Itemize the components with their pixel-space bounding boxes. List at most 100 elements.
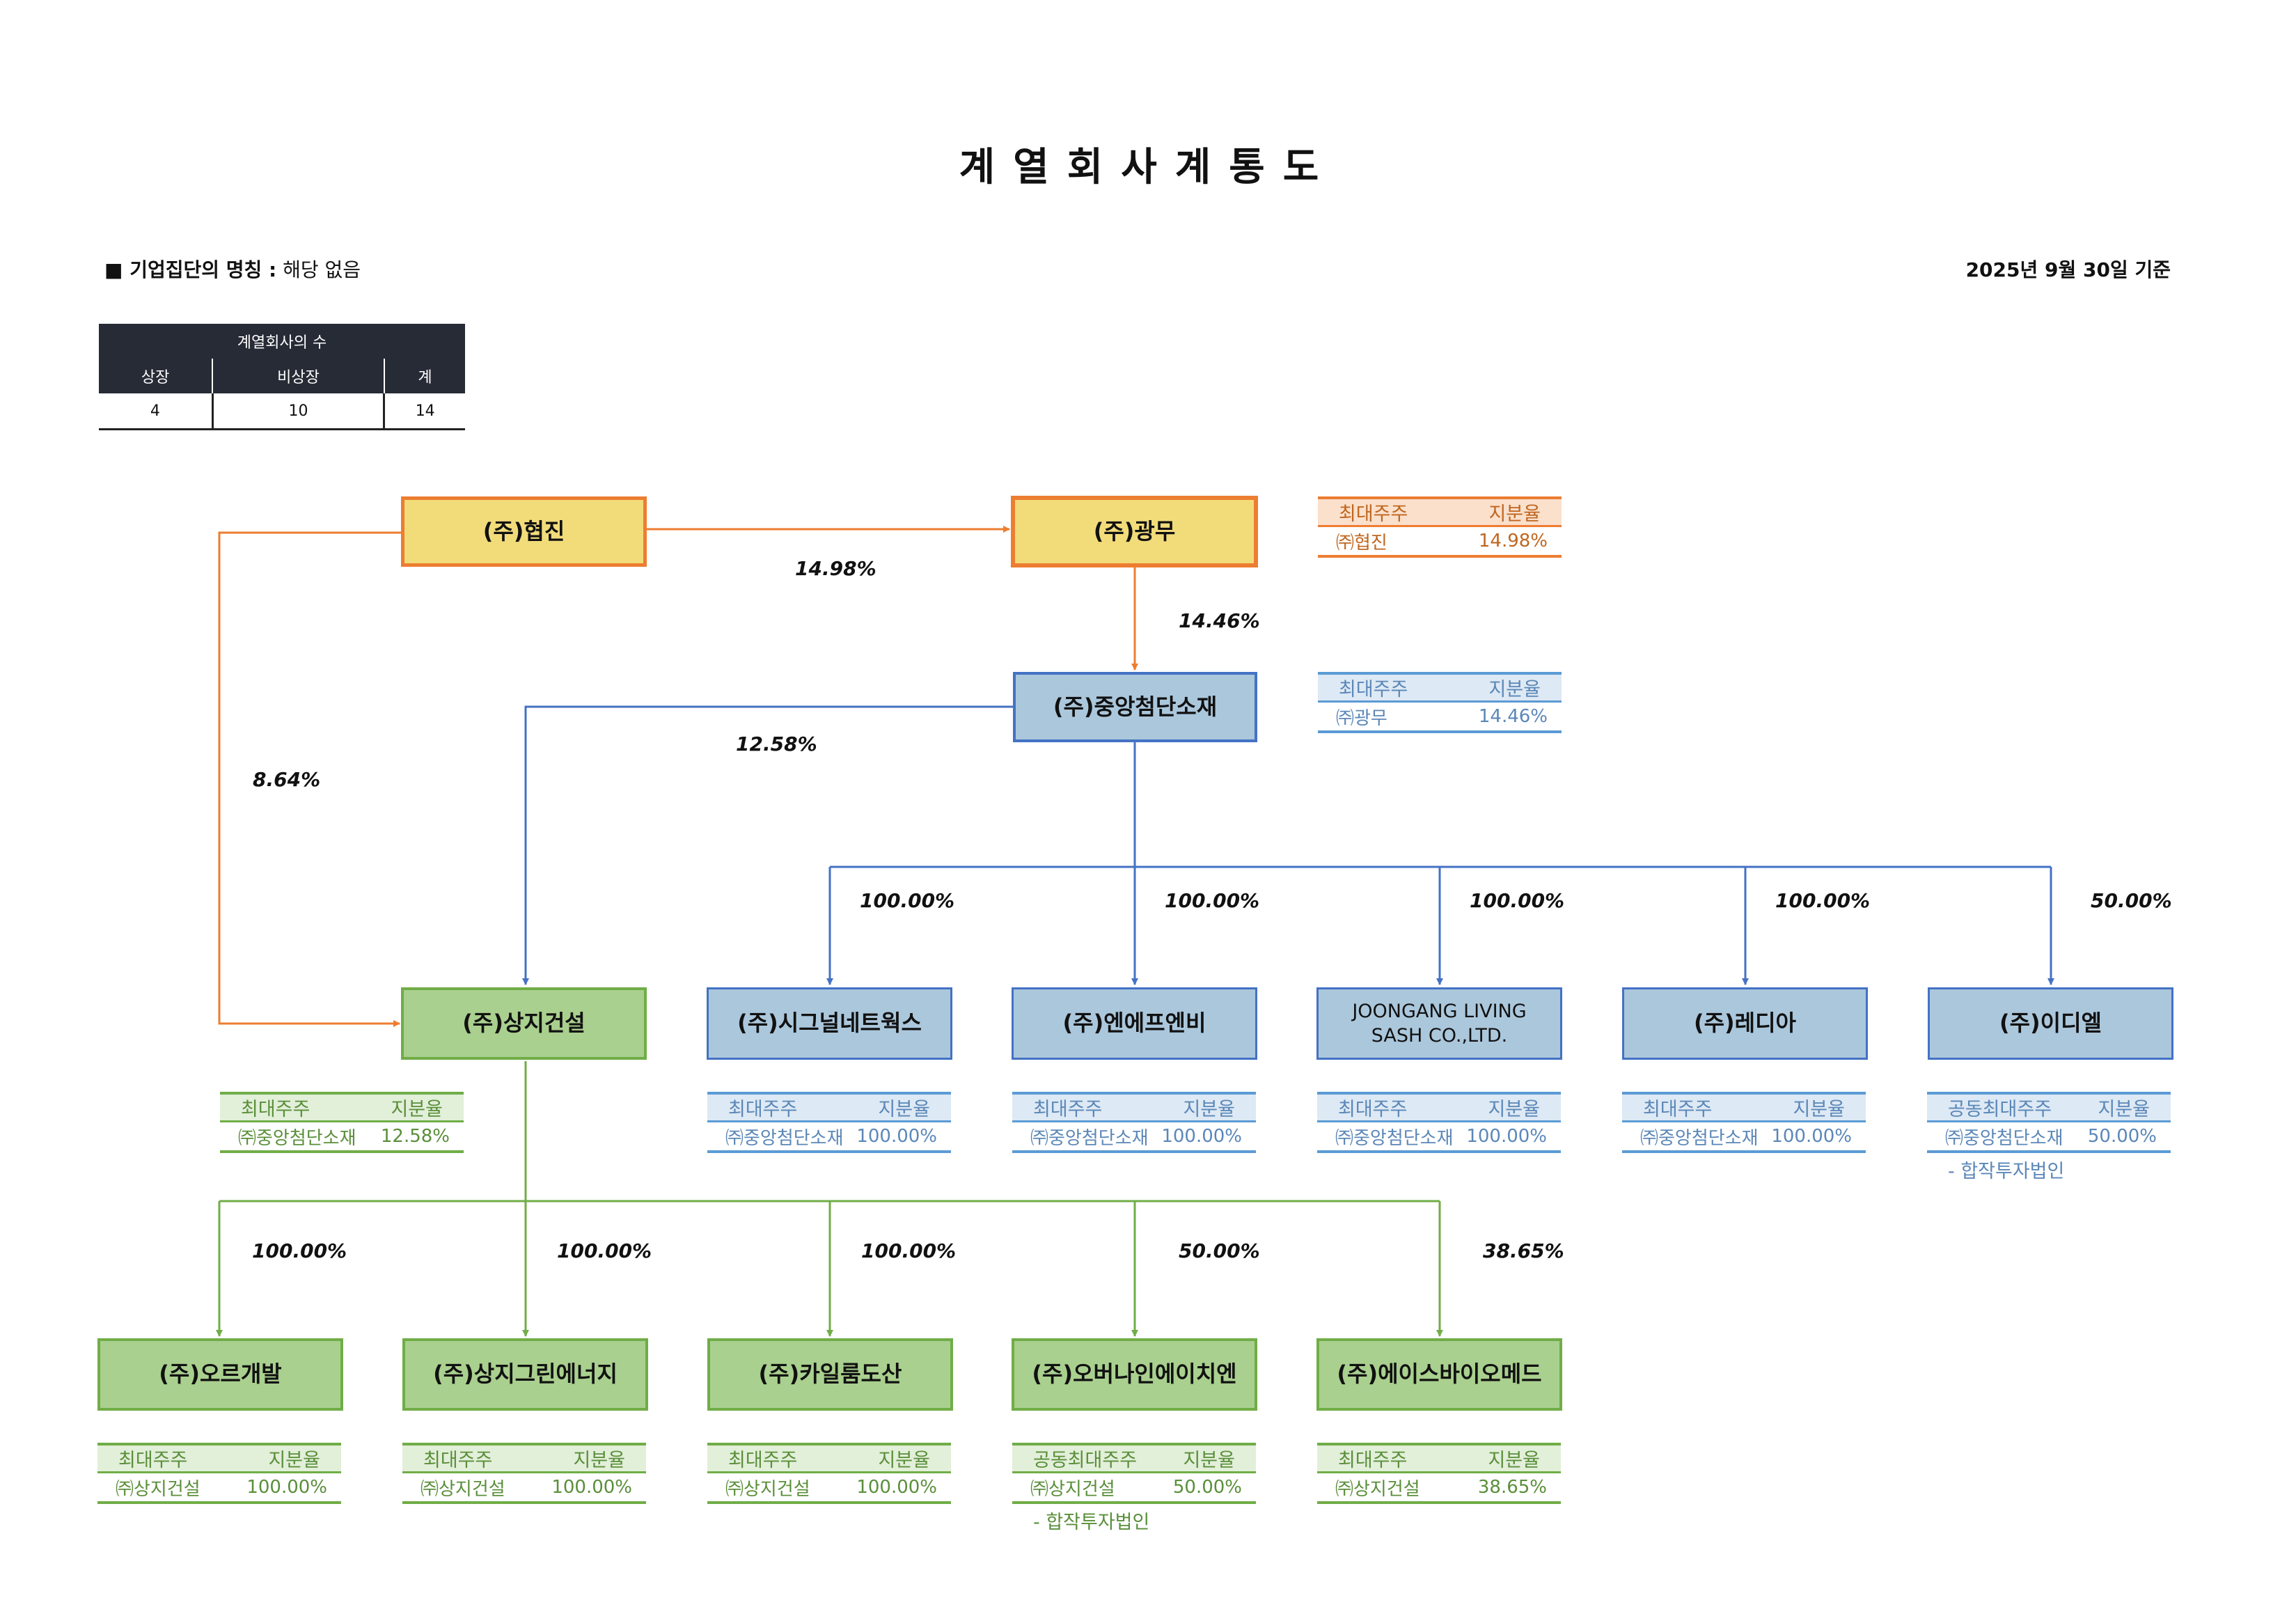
- sh-holder: ㈜협진: [1336, 532, 1387, 554]
- company-kailum: (주)카일룸도산: [707, 1338, 953, 1411]
- sh-header-holder: 최대주주: [241, 1099, 310, 1120]
- page-title: 계열회사계통도: [959, 145, 1337, 190]
- company-ovanine: (주)오버나인에이치엔: [1012, 1338, 1257, 1411]
- pct-sangji-kailum: 100.00%: [861, 1239, 957, 1262]
- pct-sangji-ovanine: 50.00%: [1179, 1239, 1260, 1262]
- sh-header-holder: 공동최대주주: [1948, 1099, 2052, 1120]
- sh-header-ratio: 지분율: [1183, 1450, 1235, 1471]
- shareholder-box-ovanine: 공동최대주주 지분율 ㈜상지건설 50.00% - 합작투자법인: [1012, 1443, 1256, 1534]
- sh-ratio: 50.00%: [2087, 1126, 2157, 1147]
- edge-jungang-sangji: [522, 705, 1013, 985]
- count-table-caption: 계열회사의 수: [99, 324, 465, 359]
- company-ace-bio: (주)에이스바이오메드: [1316, 1338, 1562, 1411]
- group-name-label: ■ 기업집단의 명칭 :: [104, 258, 277, 281]
- sh-header-holder: 최대주주: [118, 1450, 188, 1471]
- pct-jungang-sangji: 12.58%: [736, 732, 817, 755]
- shareholder-box-radia: 최대주주 지분율 ㈜중앙첨단소재 100.00%: [1622, 1092, 1866, 1153]
- sh-holder: ㈜중앙첨단소재: [1640, 1127, 1759, 1149]
- sh-holder: ㈜중앙첨단소재: [1335, 1127, 1454, 1149]
- company-sangji: (주)상지건설: [401, 987, 647, 1060]
- sh-header-ratio: 지분율: [391, 1099, 443, 1120]
- sh-header-holder: 최대주주: [1643, 1099, 1713, 1120]
- company-hyupjin: (주)협진: [401, 496, 647, 567]
- pct-hyupjin-kwangmu: 14.98%: [795, 557, 876, 580]
- sh-ratio: 100.00%: [551, 1477, 632, 1498]
- sh-header-ratio: 지분율: [1183, 1099, 1235, 1120]
- sh-header-ratio: 지분율: [878, 1450, 930, 1471]
- sh-ratio: 100.00%: [856, 1477, 937, 1498]
- count-listed: 4: [99, 393, 214, 430]
- company-nfnb: (주)엔에프엔비: [1012, 987, 1257, 1060]
- sh-header-holder: 최대주주: [728, 1450, 798, 1471]
- sh-header-ratio: 지분율: [1793, 1099, 1845, 1120]
- sh-holder: ㈜중앙첨단소재: [1030, 1127, 1149, 1149]
- sh-header-holder: 최대주주: [1338, 1099, 1408, 1120]
- count-total: 14: [384, 393, 465, 430]
- company-sangji-green: (주)상지그린에너지: [402, 1338, 648, 1411]
- sh-holder: ㈜상지건설: [420, 1478, 505, 1500]
- shareholder-box-nfnb: 최대주주 지분율 ㈜중앙첨단소재 100.00%: [1012, 1092, 1256, 1153]
- shareholder-box-sangji: 최대주주 지분율 ㈜중앙첨단소재 12.58%: [220, 1092, 464, 1153]
- pct-jungang-nfnb: 100.00%: [1165, 889, 1260, 912]
- sh-header-holder: 최대주주: [1033, 1099, 1103, 1120]
- sh-note: - 합작투자법인: [1948, 1161, 2065, 1182]
- company-signal: (주)시그널네트웍스: [707, 987, 952, 1060]
- sh-ratio: 100.00%: [856, 1126, 937, 1147]
- count-unlisted: 10: [212, 393, 386, 430]
- base-date: 2025년 9월 30일 기준: [1965, 258, 2171, 281]
- group-name-line: ■ 기업집단의 명칭 : 해당 없음: [104, 255, 361, 283]
- company-joongang-living: JOONGANG LIVING SASH CO.,LTD.: [1316, 987, 1562, 1060]
- company-joongang-living-line2: SASH CO.,LTD.: [1371, 1025, 1508, 1047]
- company-idiel: (주)이디엘: [1928, 987, 2173, 1060]
- sh-header-ratio: 지분율: [1488, 679, 1541, 700]
- sh-ratio: 50.00%: [1172, 1477, 1242, 1498]
- pct-jungang-radia: 100.00%: [1775, 889, 1871, 912]
- shareholder-box-idiel: 공동최대주주 지분율 ㈜중앙첨단소재 50.00% - 합작투자법인: [1927, 1092, 2171, 1183]
- count-header-total: 계: [384, 359, 465, 393]
- pct-sangji-green: 100.00%: [557, 1239, 652, 1262]
- company-radia: (주)레디아: [1622, 987, 1868, 1060]
- company-kwangmu: (주)광무: [1011, 496, 1258, 567]
- sh-ratio: 12.58%: [380, 1126, 450, 1147]
- sh-header-ratio: 지분율: [2098, 1099, 2150, 1120]
- sh-holder: ㈜상지건설: [116, 1478, 200, 1500]
- count-header-unlisted: 비상장: [212, 359, 385, 393]
- sh-holder: ㈜상지건설: [1030, 1478, 1115, 1500]
- sh-holder: ㈜중앙첨단소재: [725, 1127, 844, 1149]
- sh-ratio: 100.00%: [1161, 1126, 1242, 1147]
- sh-header-holder: 최대주주: [423, 1450, 493, 1471]
- sh-ratio: 14.46%: [1478, 706, 1548, 727]
- sh-header-holder: 최대주주: [1338, 1450, 1408, 1471]
- pct-jungang-idiel: 50.00%: [2091, 889, 2172, 912]
- sh-ratio: 38.65%: [1477, 1477, 1547, 1498]
- sh-ratio: 14.98%: [1478, 531, 1548, 551]
- sh-holder: ㈜상지건설: [1335, 1478, 1420, 1500]
- sh-holder: ㈜상지건설: [725, 1478, 810, 1500]
- edge-hyupjin-sangji: [218, 531, 401, 1027]
- count-header-listed: 상장: [99, 359, 214, 393]
- sh-ratio: 100.00%: [246, 1477, 327, 1498]
- sh-holder: ㈜중앙첨단소재: [1945, 1127, 2063, 1149]
- sh-holder: ㈜중앙첨단소재: [238, 1127, 356, 1149]
- pct-sangji-ace-bio: 38.65%: [1483, 1239, 1564, 1262]
- pct-kwangmu-jungang: 14.46%: [1179, 609, 1260, 632]
- sh-header-holder: 공동최대주주: [1033, 1450, 1138, 1471]
- pct-sangji-orge: 100.00%: [252, 1239, 347, 1262]
- sh-header-holder: 최대주주: [728, 1099, 798, 1120]
- sh-note: - 합작투자법인: [1033, 1512, 1150, 1533]
- pct-hyupjin-sangji: 8.64%: [253, 768, 321, 791]
- sh-ratio: 100.00%: [1771, 1126, 1852, 1147]
- sh-header-ratio: 지분율: [1488, 503, 1541, 525]
- pct-jungang-signal: 100.00%: [860, 889, 955, 912]
- company-jungang: (주)중앙첨단소재: [1013, 672, 1257, 742]
- pct-jungang-living: 100.00%: [1470, 889, 1565, 912]
- group-name-value: 해당 없음: [283, 258, 361, 281]
- affiliate-count-table: 계열회사의 수 상장 비상장 계 4 10 14: [99, 324, 465, 430]
